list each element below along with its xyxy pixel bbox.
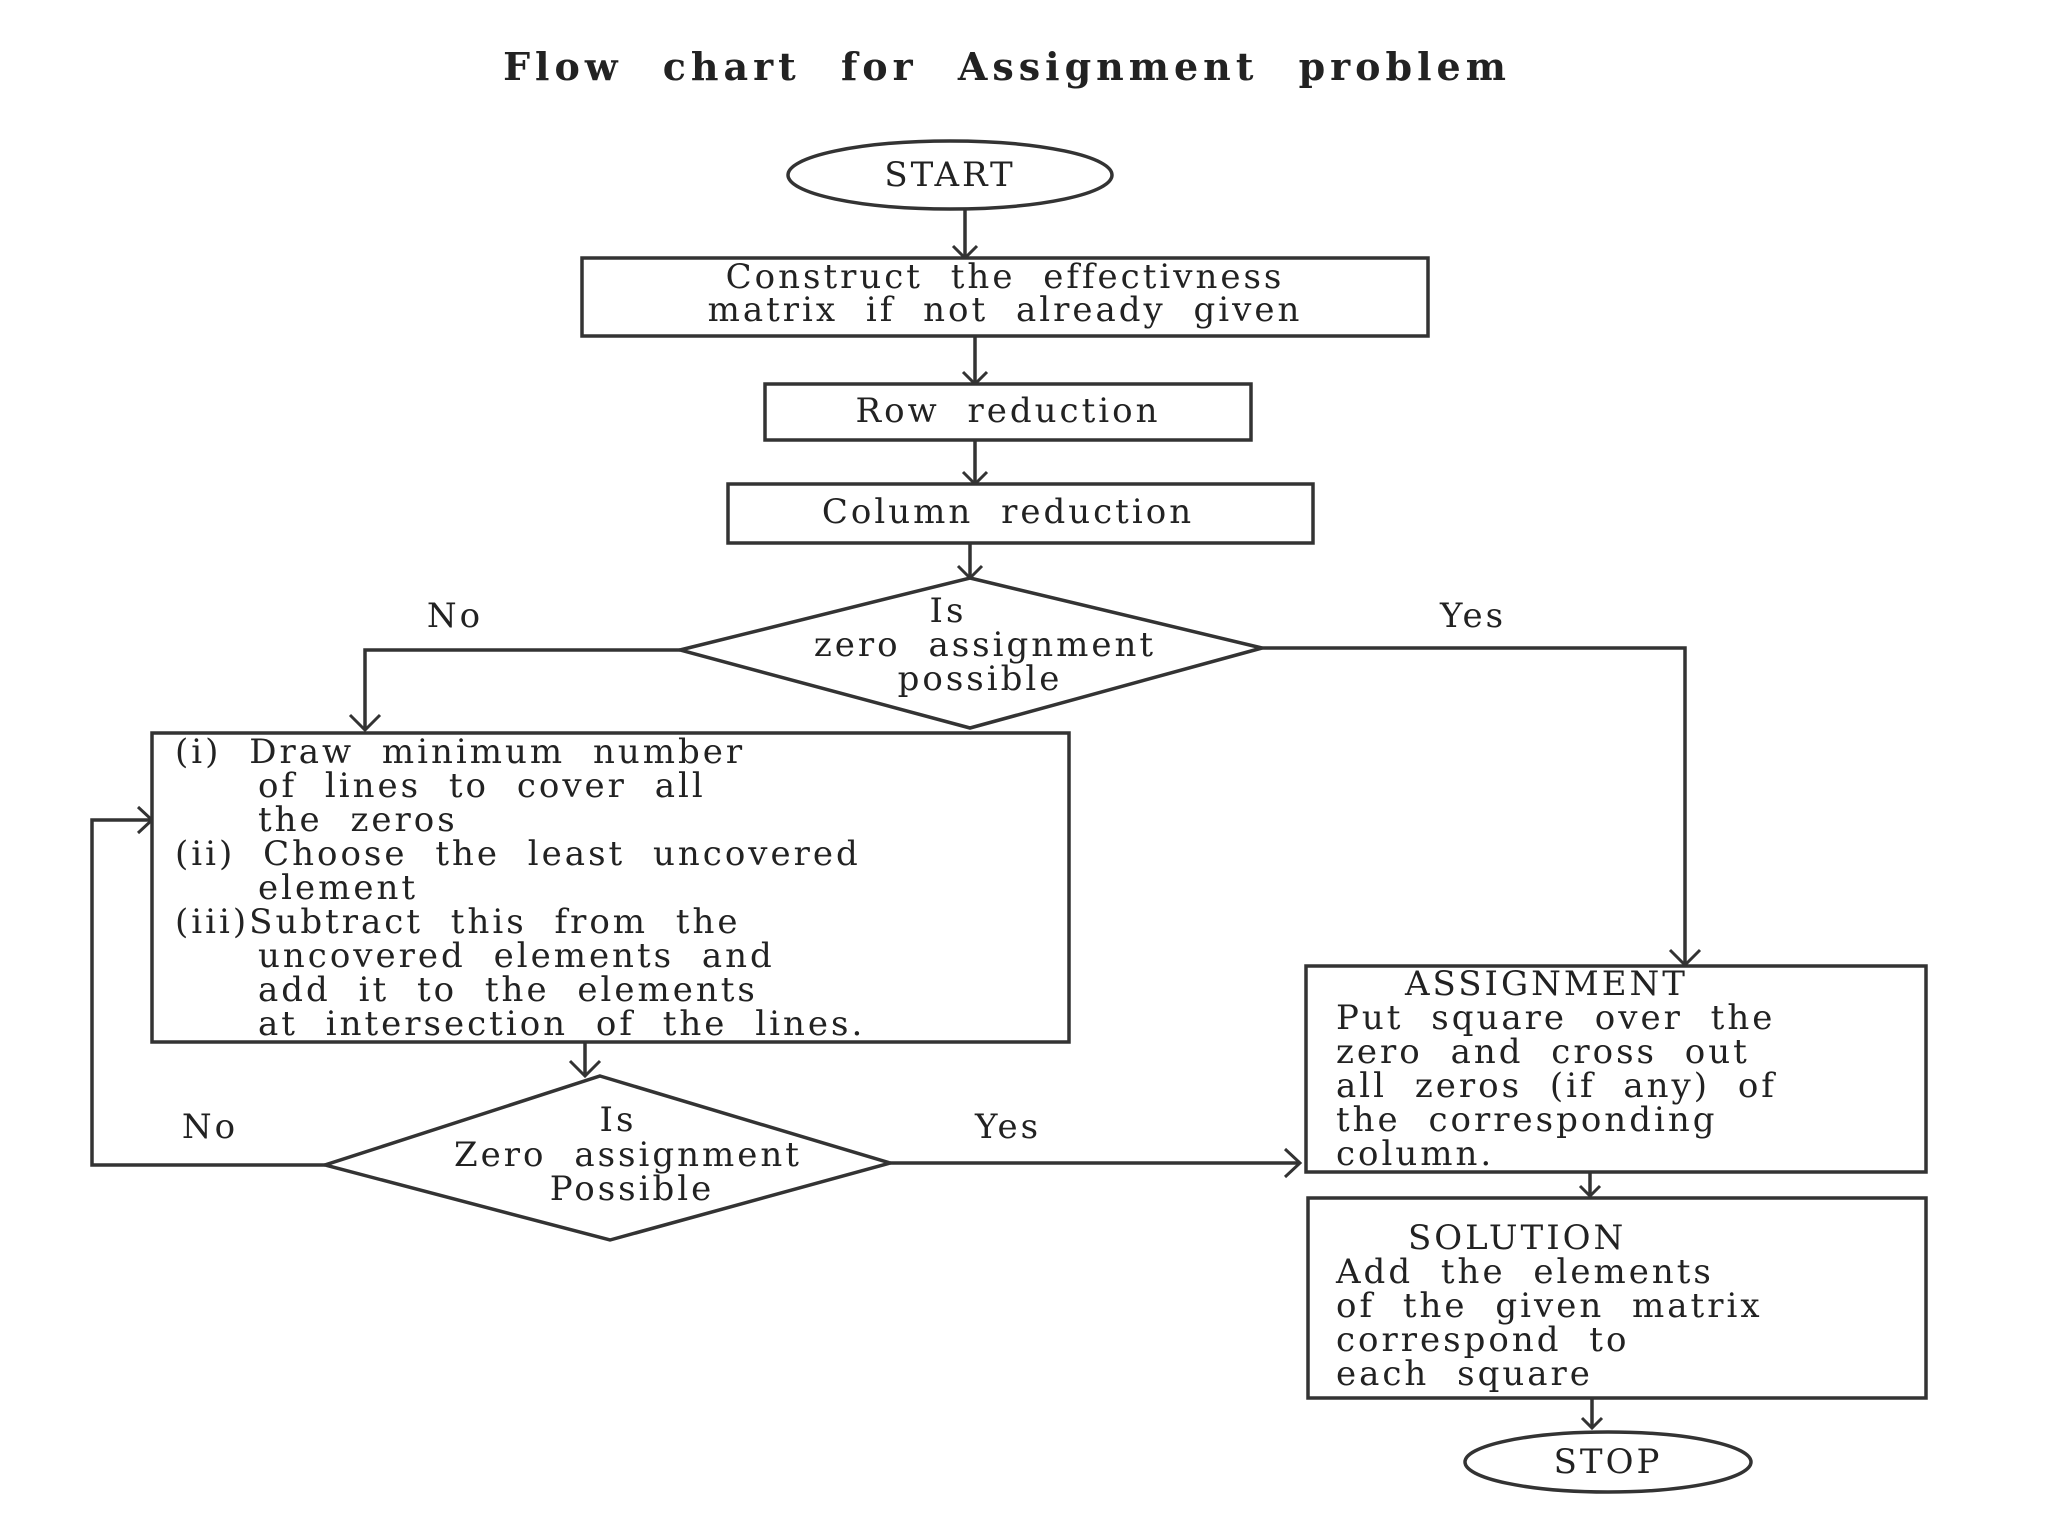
decision1-line: possible [898,659,1063,699]
stop-label: STOP [1554,1442,1663,1482]
solution-line: Add the elements [1335,1252,1714,1292]
solution-line: correspond to [1336,1320,1629,1360]
step-line: (i) Draw minimum number [175,732,745,772]
node-draw-lines-steps: (i) Draw minimum number of lines to cove… [150,731,1071,1044]
assignment-line: ASSIGNMENT [1404,964,1688,1004]
assignment-line: all zeros (if any) of [1336,1066,1777,1106]
decision-zero-assignment-1: Is zero assignment possible [673,576,1263,730]
decision2-no-label: No [182,1107,238,1147]
arrow-down-icon [568,1059,602,1079]
decision2-line: Possible [550,1169,715,1209]
node-stop: STOP [1463,1430,1753,1494]
node-solution: SOLUTION Add the elements of the given m… [1306,1196,1928,1400]
construct-line: matrix if not already given [708,290,1303,330]
arrow-down-icon [348,713,382,733]
step-line: of lines to cover all [258,766,706,806]
edge-decision2-no [90,818,325,1167]
step-line: (iii)Subtract this from the [175,902,741,942]
row-reduction-label: Row reduction [856,391,1161,431]
decision1-line: Is [930,591,967,631]
column-reduction-label: Column reduction [822,492,1194,532]
connectors [90,210,1687,1428]
decision2-yes-label: Yes [974,1107,1041,1147]
step-line: (ii) Choose the least uncovered [175,834,861,874]
assignment-line: Put square over the [1336,998,1775,1038]
step-line: the zeros [258,800,458,840]
edge-decision1-yes [1262,646,1687,965]
start-label: START [884,155,1015,195]
edge-decision1-no [363,648,680,730]
node-assignment: ASSIGNMENT Put square over the zero and … [1304,964,1928,1174]
assignment-line: column. [1336,1134,1494,1174]
arrow-right-icon [1283,1147,1303,1179]
decision1-yes-label: Yes [1439,596,1506,636]
node-column-reduction: Column reduction [726,482,1315,545]
assignment-line: the corresponding [1336,1100,1718,1140]
decision1-line: zero assignment [814,625,1156,665]
step-line: uncovered elements and [258,936,775,976]
diagram-title: Flow chart for Assignment problem [503,44,1511,89]
assignment-line: zero and cross out [1336,1032,1750,1072]
node-row-reduction: Row reduction [763,382,1253,442]
step-line: at intersection of the lines. [258,1004,865,1044]
node-start: START [786,139,1114,211]
solution-line: each square [1336,1354,1593,1394]
arrow-down-icon [1578,1184,1602,1199]
solution-line: of the given matrix [1336,1286,1763,1326]
solution-line: SOLUTION [1408,1218,1626,1258]
decision2-line: Is [600,1100,637,1140]
arrow-down-icon [1580,1416,1604,1431]
construct-line: Construct the effectivness [726,257,1285,297]
node-construct-matrix: Construct the effectivness matrix if not… [580,256,1430,338]
decision1-no-label: No [427,596,483,636]
decision-zero-assignment-2: Is Zero assignment Possible [318,1074,897,1242]
decision2-line: Zero assignment [454,1135,802,1175]
step-line: add it to the elements [258,970,758,1010]
step-line: element [258,868,418,908]
